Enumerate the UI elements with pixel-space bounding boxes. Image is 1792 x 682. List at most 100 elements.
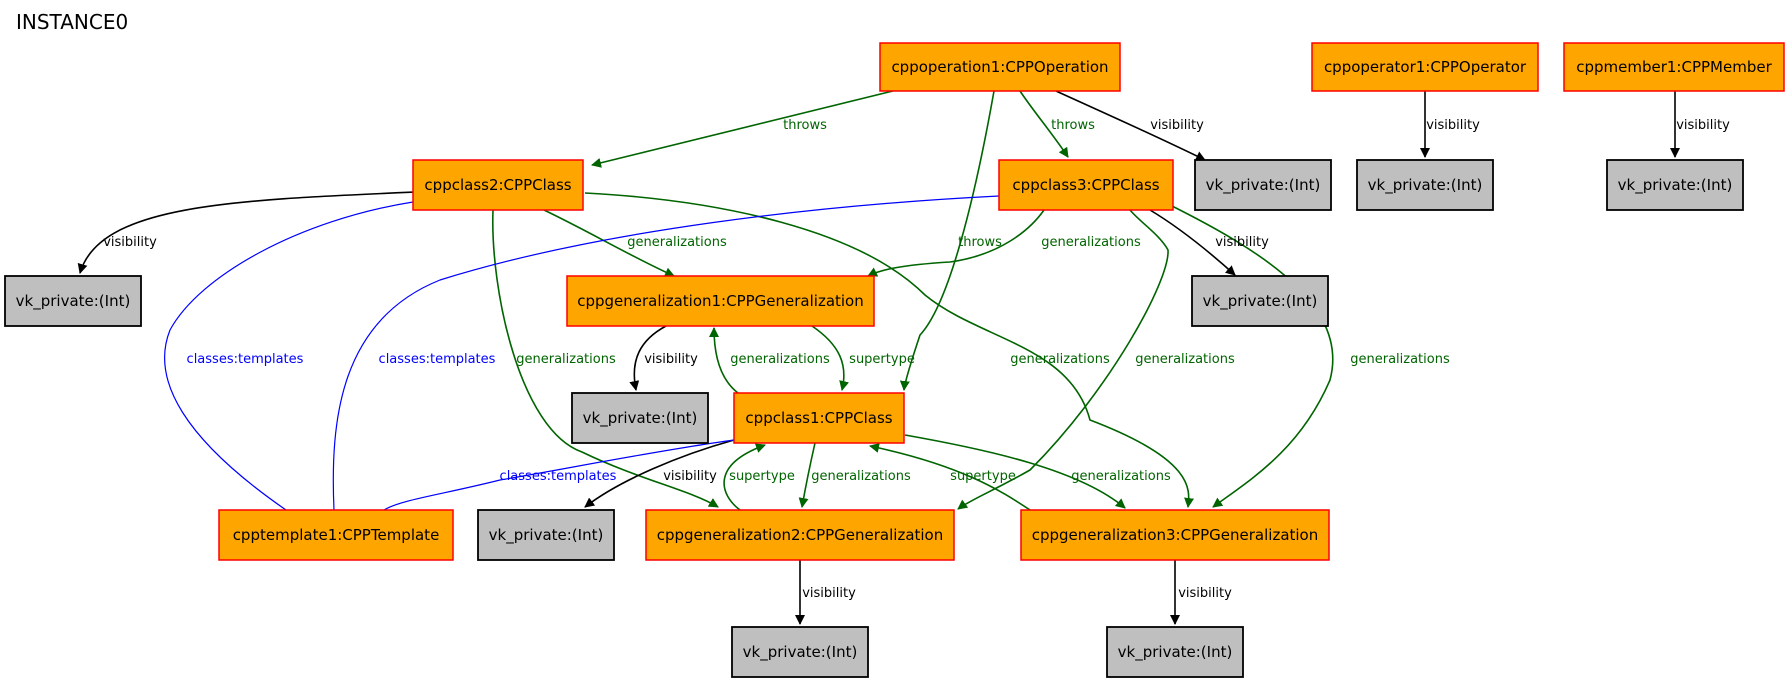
edge-cppgeneralization3-vk_g3: visibility xyxy=(1170,560,1232,625)
node-label: cppgeneralization1:CPPGeneralization xyxy=(577,292,864,310)
node-cppoperator1[interactable]: cppoperator1:CPPOperator xyxy=(1311,42,1539,92)
edge-label: supertype xyxy=(849,352,915,367)
node-label: cppgeneralization3:CPPGeneralization xyxy=(1032,526,1319,544)
value-box xyxy=(1356,159,1494,211)
edge-cppclass3-cppgeneralization1: generalizations xyxy=(867,209,1141,277)
edge-line xyxy=(957,209,1169,510)
edge-cppgeneralization1-cppclass1: supertype xyxy=(811,325,915,391)
node-label: cppgeneralization2:CPPGeneralization xyxy=(657,526,944,544)
edge-label: throws xyxy=(1051,118,1095,133)
diagram-title: INSTANCE0 xyxy=(16,10,128,34)
edge-line xyxy=(709,327,739,394)
node-cppgeneralization3[interactable]: cppgeneralization3:CPPGeneralization xyxy=(1020,509,1330,561)
object-box xyxy=(412,159,584,211)
node-vk_g2[interactable]: vk_private:(Int) xyxy=(731,626,869,678)
value-box xyxy=(1106,626,1244,678)
node-cpptemplate1[interactable]: cpptemplate1:CPPTemplate xyxy=(218,509,454,561)
edge-line xyxy=(723,443,766,511)
edge-label: visibility xyxy=(103,235,157,250)
edge-line xyxy=(1055,90,1206,161)
edge-label: generalizations xyxy=(1350,352,1450,367)
value-box xyxy=(1606,159,1744,211)
node-vk_c2[interactable]: vk_private:(Int) xyxy=(4,275,142,327)
edge-label: visibility xyxy=(1426,118,1480,133)
value-box xyxy=(477,509,615,561)
edge-line xyxy=(1019,90,1069,158)
object-box xyxy=(879,42,1121,92)
value-box xyxy=(1191,275,1329,327)
edge-line xyxy=(164,201,414,511)
edges-layer: throws throws throws visibility visibility vi… xyxy=(77,90,1730,625)
node-vk_opr[interactable]: vk_private:(Int) xyxy=(1356,159,1494,211)
edge-cppclass1-vk_c1: visibility xyxy=(584,439,735,508)
node-vk_c3[interactable]: vk_private:(Int) xyxy=(1191,275,1329,327)
edge-line xyxy=(899,90,995,391)
edge-line xyxy=(867,209,1045,277)
edge-line xyxy=(543,209,675,277)
edge-line xyxy=(591,90,894,168)
node-cppclass1[interactable]: cppclass1:CPPClass xyxy=(733,392,905,444)
edge-label: throws xyxy=(958,235,1002,250)
edge-line xyxy=(1149,209,1236,276)
edge-cppoperation1-cppclass2: throws xyxy=(591,90,894,168)
node-label: vk_private:(Int) xyxy=(583,409,698,428)
edge-label: supertype xyxy=(950,469,1016,484)
edge-label: visibility xyxy=(1676,118,1730,133)
edge-cppoperation1-cppclass3: throws xyxy=(1019,90,1095,158)
edge-cppclass3-cppgeneralization2: generalizations xyxy=(957,209,1235,510)
edge-line xyxy=(77,191,417,274)
node-cppgeneralization2[interactable]: cppgeneralization2:CPPGeneralization xyxy=(645,509,955,561)
object-box xyxy=(1563,42,1785,92)
edge-line xyxy=(1169,204,1334,508)
node-label: vk_private:(Int) xyxy=(743,643,858,662)
edge-line xyxy=(584,192,1195,508)
node-cppclass3[interactable]: cppclass3:CPPClass xyxy=(998,159,1174,211)
edge-label: throws xyxy=(783,118,827,133)
node-label: vk_private:(Int) xyxy=(1368,176,1483,195)
node-label: cppoperator1:CPPOperator xyxy=(1324,58,1527,76)
edge-label: visibility xyxy=(1150,118,1204,133)
edge-cppclass3-cppgeneralization3: generalizations xyxy=(1169,204,1450,508)
edge-label: classes:templates xyxy=(187,352,304,367)
edge-line xyxy=(383,439,735,511)
nodes-layer: cppoperation1:CPPOperation cppoperator1:C… xyxy=(4,42,1785,678)
object-box xyxy=(1020,509,1330,561)
node-vk_op[interactable]: vk_private:(Int) xyxy=(1194,159,1332,211)
node-label: cppclass2:CPPClass xyxy=(424,176,571,194)
edge-cppclass1-cpptemplate1: classes:templates xyxy=(383,439,735,511)
edge-cppmember1-vk_mem: visibility xyxy=(1670,91,1730,158)
node-label: cppmember1:CPPMember xyxy=(1576,58,1772,76)
node-cppgeneralization1[interactable]: cppgeneralization1:CPPGeneralization xyxy=(566,275,875,327)
edge-label: visibility xyxy=(644,352,698,367)
node-vk_c1[interactable]: vk_private:(Int) xyxy=(477,509,615,561)
edge-cppclass1-cppgeneralization2: generalizations xyxy=(798,442,911,508)
edge-line xyxy=(904,434,1126,509)
edge-line xyxy=(798,442,816,508)
edge-label: classes:templates xyxy=(500,469,617,484)
edge-label: visibility xyxy=(1215,235,1269,250)
edge-label: generalizations xyxy=(1135,352,1235,367)
node-vk_g1[interactable]: vk_private:(Int) xyxy=(571,392,709,444)
node-cppoperation1[interactable]: cppoperation1:CPPOperation xyxy=(879,42,1121,92)
object-box xyxy=(645,509,955,561)
node-label: vk_private:(Int) xyxy=(1618,176,1733,195)
node-label: cpptemplate1:CPPTemplate xyxy=(233,526,440,544)
value-box xyxy=(731,626,869,678)
edge-label: generalizations xyxy=(627,235,727,250)
edge-cppgeneralization3-cppclass1: supertype xyxy=(869,442,1031,511)
node-vk_mem[interactable]: vk_private:(Int) xyxy=(1606,159,1744,211)
edge-line xyxy=(492,209,719,508)
edge-label: generalizations xyxy=(1071,469,1171,484)
edge-label: generalizations xyxy=(516,352,616,367)
object-box xyxy=(733,392,905,444)
edge-label: generalizations xyxy=(1010,352,1110,367)
node-vk_g3[interactable]: vk_private:(Int) xyxy=(1106,626,1244,678)
object-box xyxy=(218,509,454,561)
edge-cppclass1-cppgeneralization1: generalizations xyxy=(709,327,830,394)
node-cppmember1[interactable]: cppmember1:CPPMember xyxy=(1563,42,1785,92)
node-cppclass2[interactable]: cppclass2:CPPClass xyxy=(412,159,584,211)
edge-cppoperation1-vk_op: visibility xyxy=(1055,90,1206,161)
object-box xyxy=(566,275,875,327)
value-box xyxy=(1194,159,1332,211)
